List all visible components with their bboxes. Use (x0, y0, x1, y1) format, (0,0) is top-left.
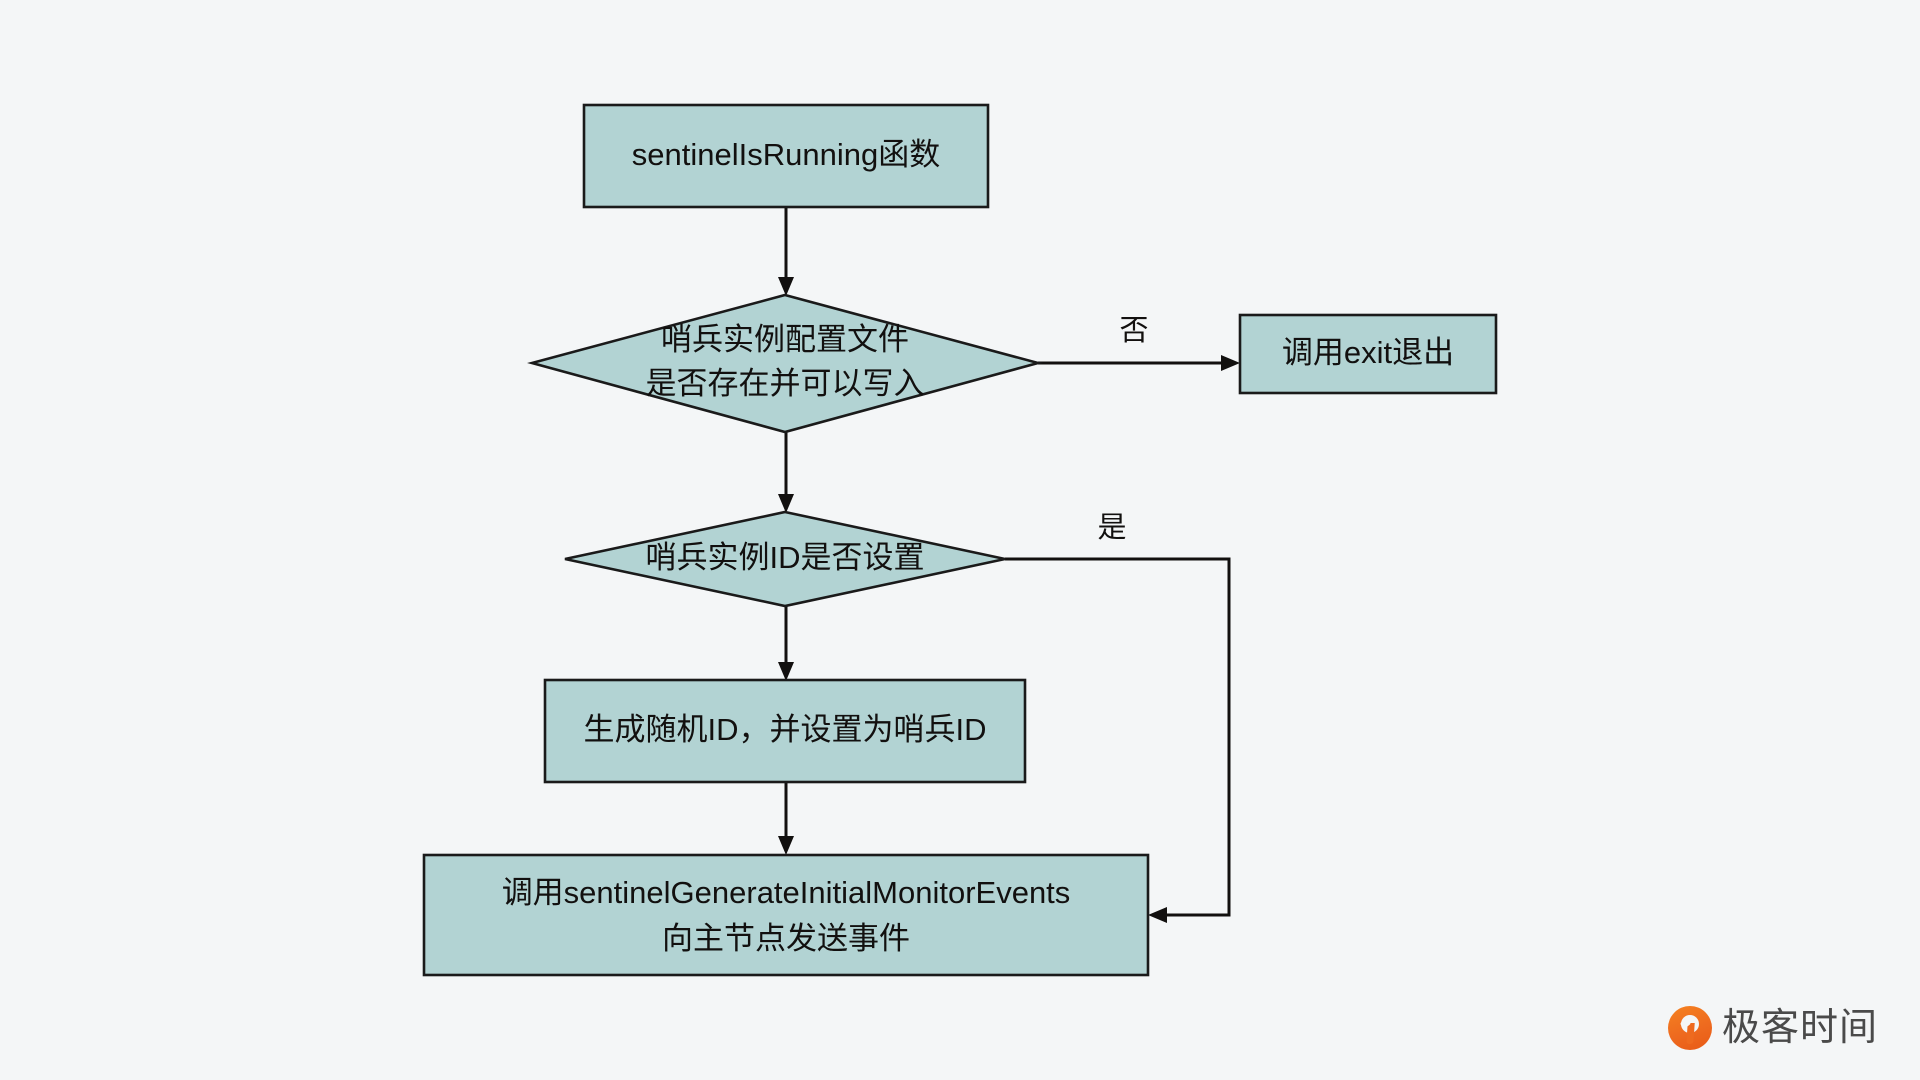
edge-id-check-to-generate-random-id (778, 606, 794, 681)
node-generate-random-id[interactable]: 生成随机ID，并设置为哨兵ID (543, 678, 1027, 784)
edge-label-no: 否 (1119, 315, 1148, 347)
edge-id-check-yes-to-monitor-events (1005, 557, 1231, 923)
node-call-exit-label: 调用exit退出 (1282, 335, 1454, 370)
edge-start-to-config-check (778, 207, 794, 296)
node-sentinel-is-running[interactable]: sentinelIsRunning函数 (582, 103, 990, 209)
edge-config-check-to-id-check (778, 432, 794, 513)
node-call-exit[interactable]: 调用exit退出 (1238, 313, 1498, 395)
brand-wordmark: 极客时间 (1722, 1007, 1879, 1049)
geektime-logo-icon (1668, 1006, 1712, 1050)
edge-config-check-no-to-exit (1038, 355, 1240, 371)
node-sentinel-id-check[interactable]: 哨兵实例ID是否设置 (564, 510, 1006, 608)
node-generate-initial-monitor-events-label-line2: 向主节点发送事件 (662, 921, 910, 956)
brand-logo: 极客时间 (1668, 1006, 1878, 1050)
node-generate-initial-monitor-events[interactable]: 调用sentinelGenerateInitialMonitorEvents 向… (422, 853, 1150, 977)
node-sentinel-id-check-label: 哨兵实例ID是否设置 (646, 540, 925, 575)
node-config-file-check-label-line2: 是否存在并可以写入 (646, 366, 925, 401)
edge-generate-random-id-to-monitor-events (778, 782, 794, 855)
node-config-file-check-label-line1: 哨兵实例配置文件 (661, 322, 909, 357)
edge-label-yes: 是 (1097, 512, 1126, 544)
node-config-file-check[interactable]: 哨兵实例配置文件 是否存在并可以写入 (527, 293, 1043, 434)
node-generate-initial-monitor-events-label-line1: 调用sentinelGenerateInitialMonitorEvents (502, 875, 1071, 910)
node-generate-random-id-label: 生成随机ID，并设置为哨兵ID (584, 712, 987, 747)
node-sentinel-is-running-label: sentinelIsRunning函数 (632, 137, 940, 172)
